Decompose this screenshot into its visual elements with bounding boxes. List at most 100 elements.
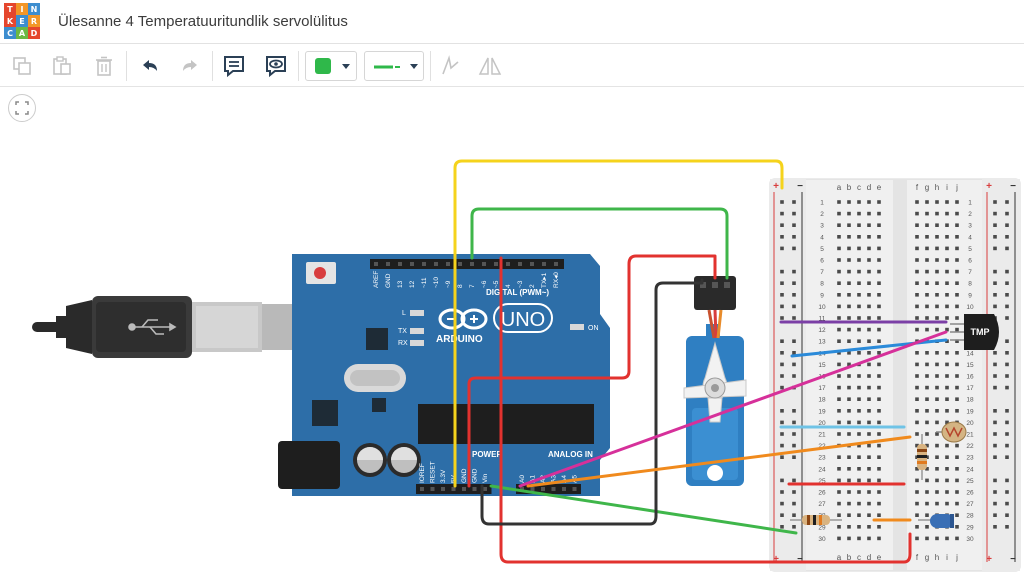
breadboard-hole[interactable] [915,211,919,216]
rail-hole[interactable] [792,235,796,239]
breadboard-hole[interactable] [867,362,871,367]
breadboard-hole[interactable] [847,374,851,378]
tmp36-sensor[interactable]: TMP [950,314,999,350]
breadboard-hole[interactable] [857,385,861,390]
breadboard-hole[interactable] [877,443,881,448]
breadboard-hole[interactable] [877,432,881,436]
breadboard-hole[interactable] [877,304,881,309]
rail-hole[interactable] [780,525,784,529]
rail-hole[interactable] [780,374,784,378]
rail-hole[interactable] [780,246,784,251]
rail-hole[interactable] [792,420,796,425]
breadboard-hole[interactable] [837,490,841,494]
rail-hole[interactable] [780,235,784,239]
breadboard-hole[interactable] [867,235,871,239]
rail-hole[interactable] [792,513,796,517]
breadboard-hole[interactable] [955,525,959,529]
breadboard-hole[interactable] [955,490,959,494]
breadboard-hole[interactable] [915,269,919,274]
breadboard-hole[interactable] [935,362,939,367]
breadboard-hole[interactable] [837,478,841,483]
breadboard-hole[interactable] [877,420,881,425]
breadboard-hole[interactable] [925,420,929,425]
undo-button[interactable] [136,51,164,81]
rail-hole[interactable] [993,385,997,390]
breadboard-hole[interactable] [837,211,841,216]
pin-socket[interactable] [374,262,378,266]
breadboard-hole[interactable] [867,525,871,529]
pin-socket[interactable] [422,262,426,266]
breadboard-hole[interactable] [935,409,939,413]
usb-cable[interactable] [32,296,332,358]
breadboard-hole[interactable] [925,443,929,448]
breadboard-hole[interactable] [925,269,929,274]
breadboard-hole[interactable] [867,351,871,355]
rail-hole[interactable] [993,432,997,436]
breadboard-hole[interactable] [877,281,881,285]
pin-socket[interactable] [386,262,390,266]
breadboard-hole[interactable] [935,478,939,483]
breadboard-hole[interactable] [955,385,959,390]
rail-hole[interactable] [780,351,784,355]
breadboard-hole[interactable] [925,223,929,227]
breadboard-hole[interactable] [945,246,949,251]
breadboard-hole[interactable] [847,339,851,343]
breadboard-hole[interactable] [837,223,841,227]
breadboard-hole[interactable] [877,490,881,494]
breadboard-hole[interactable] [877,478,881,483]
breadboard-hole[interactable] [857,223,861,227]
rail-hole[interactable] [993,525,997,529]
breadboard-hole[interactable] [867,223,871,227]
rail-hole[interactable] [792,304,796,309]
breadboard-hole[interactable] [925,293,929,297]
breadboard-hole[interactable] [847,281,851,285]
wire-orange[interactable] [526,435,912,488]
breadboard-hole[interactable] [847,304,851,309]
breadboard-hole[interactable] [837,467,841,471]
rail-hole[interactable] [780,200,784,204]
breadboard-hole[interactable] [935,397,939,401]
rail-hole[interactable] [1005,443,1009,448]
pin-socket[interactable] [554,262,558,266]
breadboard-hole[interactable] [847,246,851,251]
breadboard-hole[interactable] [877,397,881,401]
breadboard-hole[interactable] [877,269,881,274]
breadboard-hole[interactable] [867,304,871,309]
rail-hole[interactable] [993,351,997,355]
breadboard-hole[interactable] [857,269,861,274]
pin-socket[interactable] [562,487,566,491]
breadboard-hole[interactable] [857,455,861,459]
rail-hole[interactable] [993,455,997,459]
rail-hole[interactable] [1005,513,1009,517]
breadboard-hole[interactable] [935,432,939,436]
breadboard-hole[interactable] [877,211,881,216]
breadboard-hole[interactable] [945,258,949,262]
breadboard-hole[interactable] [935,235,939,239]
breadboard-hole[interactable] [877,293,881,297]
breadboard-hole[interactable] [877,455,881,459]
rail-hole[interactable] [792,432,796,436]
add-note-button[interactable] [220,51,248,81]
breadboard-hole[interactable] [925,501,929,506]
rail-hole[interactable] [993,362,997,367]
breadboard-hole[interactable] [857,478,861,483]
rail-hole[interactable] [993,281,997,285]
rail-hole[interactable] [993,235,997,239]
breadboard-hole[interactable] [945,316,949,320]
breadboard-hole[interactable] [935,293,939,297]
breadboard-hole[interactable] [867,258,871,262]
rail-hole[interactable] [1005,339,1009,343]
breadboard-hole[interactable] [915,409,919,413]
breadboard-hole[interactable] [955,339,959,343]
pin-socket[interactable] [398,262,402,266]
wire-magenta[interactable] [518,330,948,488]
rail-hole[interactable] [792,246,796,251]
breadboard-hole[interactable] [915,351,919,355]
pin-socket[interactable] [520,487,524,491]
rail-hole[interactable] [993,269,997,274]
breadboard-hole[interactable] [877,327,881,332]
breadboard-hole[interactable] [945,235,949,239]
rail-hole[interactable] [993,374,997,378]
breadboard-hole[interactable] [867,397,871,401]
